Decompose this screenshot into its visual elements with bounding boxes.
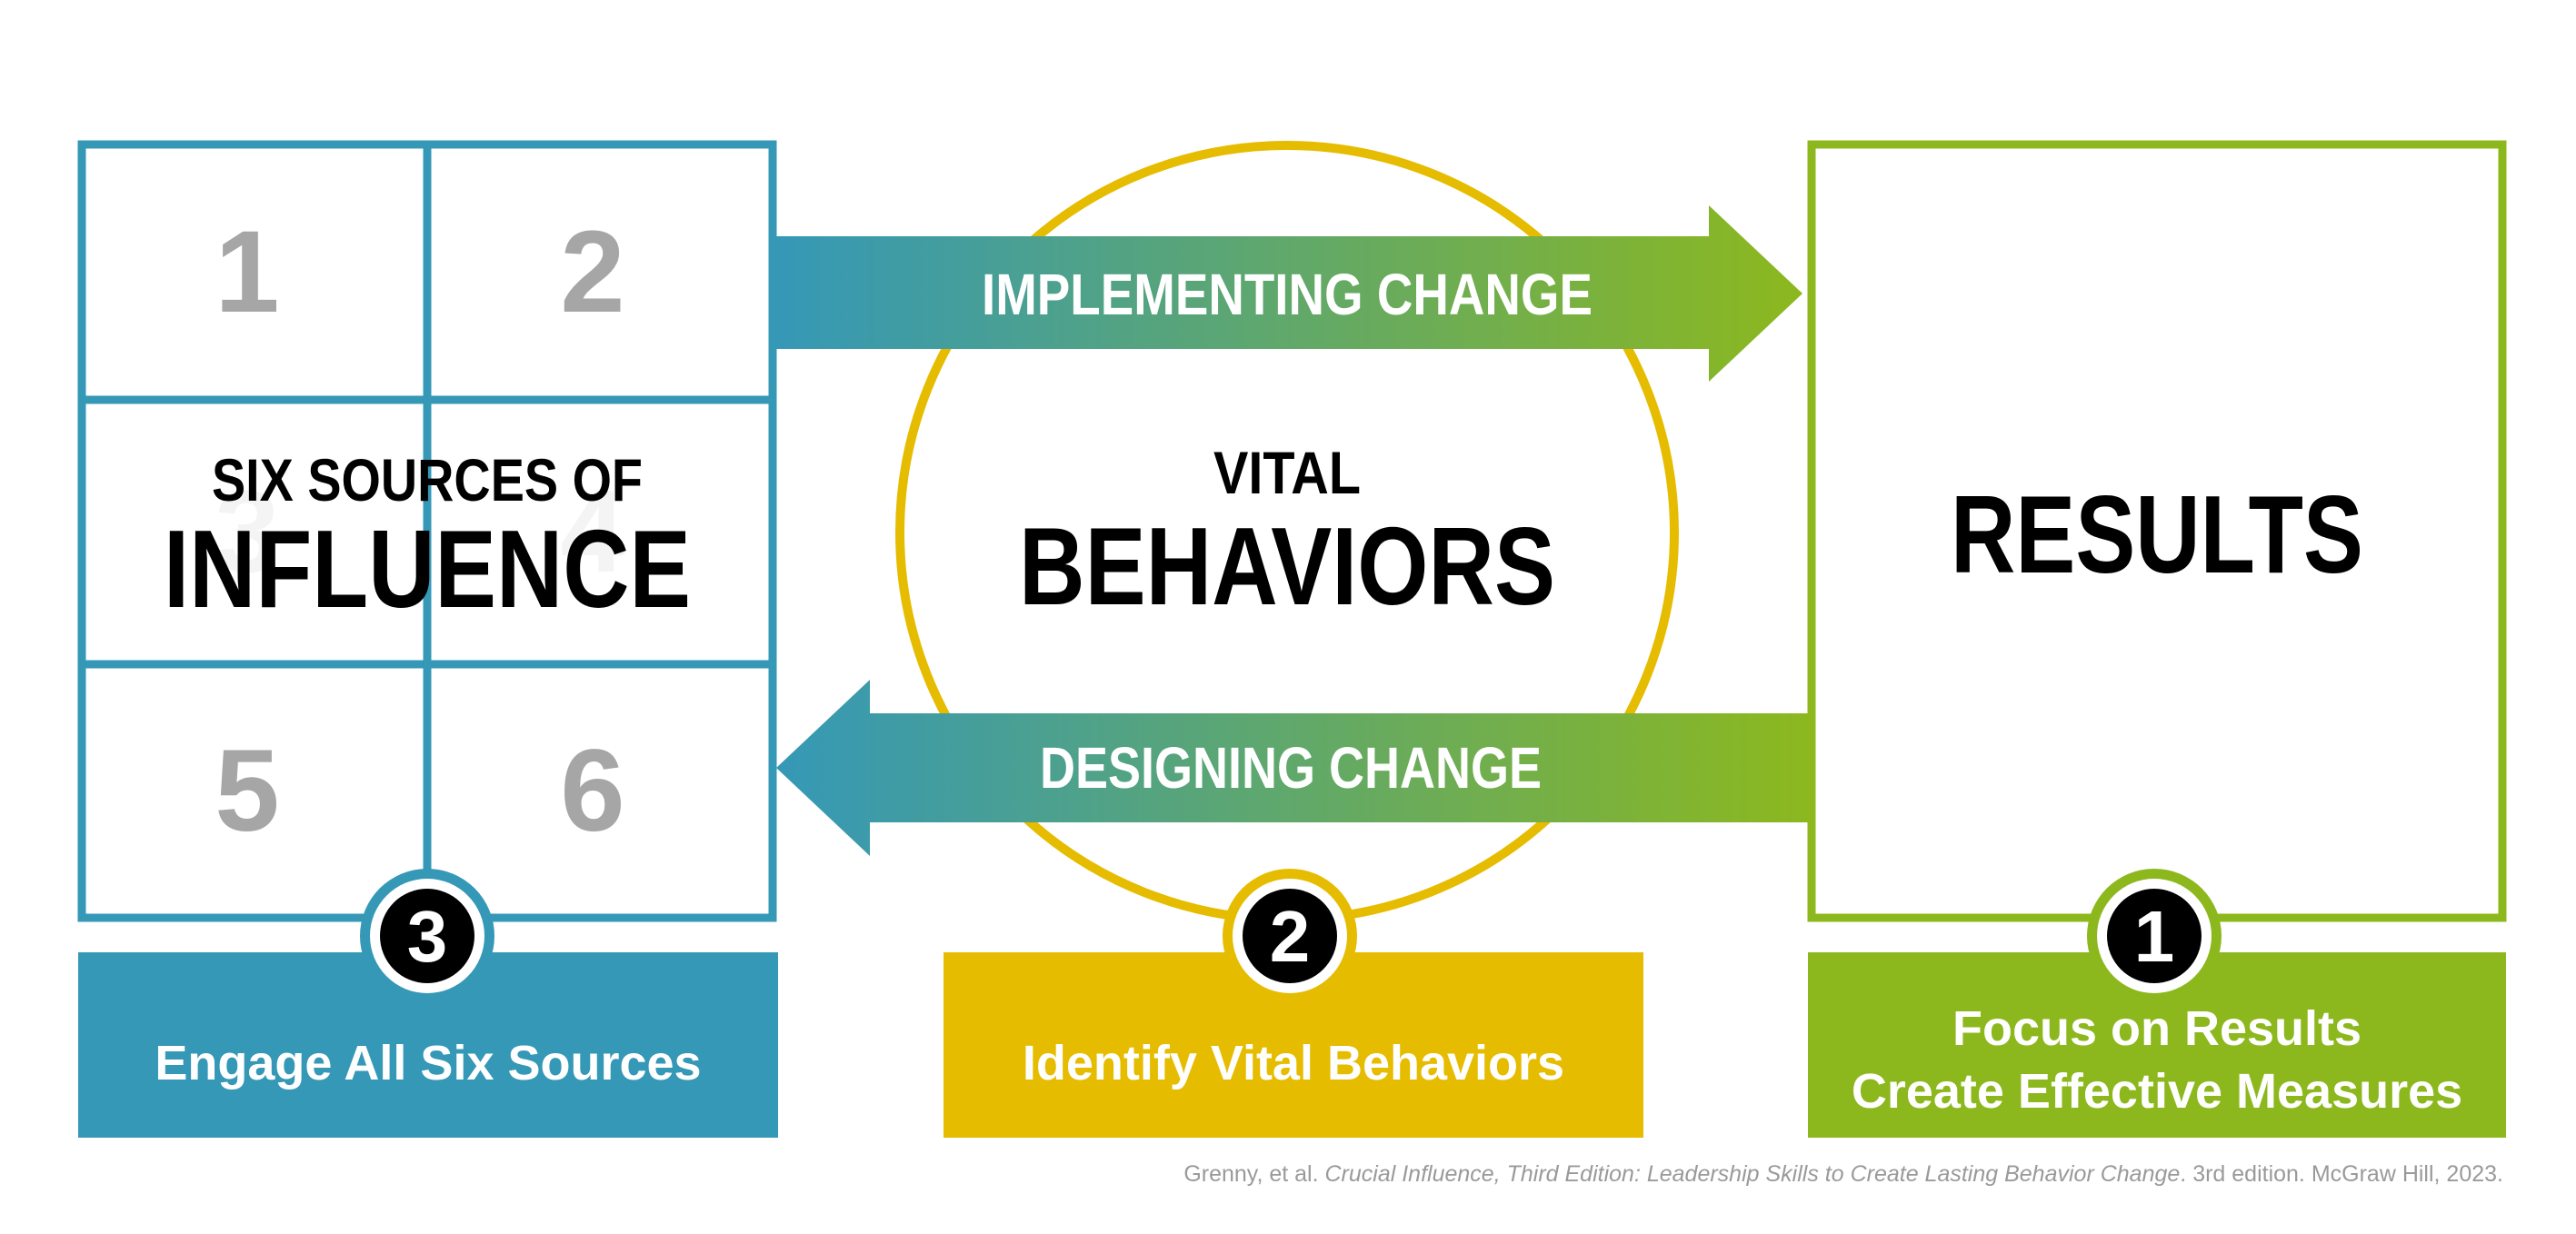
step-1-caption-line-1: Focus on Results <box>1952 1000 2362 1056</box>
designing-change-label: DESIGNING CHANGE <box>1040 735 1542 801</box>
step-2-badge: 2 <box>1223 869 1357 1003</box>
step-1-caption: Focus on Results Create Effective Measur… <box>1808 983 2506 1138</box>
grid-number-5: 5 <box>215 726 279 856</box>
step-3-number: 3 <box>407 896 448 977</box>
results-title: RESULTS <box>1951 473 2363 596</box>
results-box <box>1807 140 2507 922</box>
vital-title-large: BEHAVIORS <box>1019 504 1555 628</box>
influence-title-large: INFLUENCE <box>164 507 691 631</box>
step-1-badge: 1 <box>2087 869 2222 1003</box>
grid-cell-2 <box>423 140 777 404</box>
grid-cell-6 <box>423 660 777 922</box>
influence-title-small: SIX SOURCES OF <box>212 446 643 513</box>
grid-number-3: 3 <box>215 467 279 597</box>
grid-number-6: 6 <box>560 726 624 856</box>
grid-number-2: 2 <box>560 207 624 337</box>
step-2-caption: Identify Vital Behaviors <box>944 990 1643 1138</box>
citation-authors: Grenny, et al. <box>1183 1161 1325 1187</box>
step-2-caption-line: Identify Vital Behaviors <box>1022 1036 1565 1091</box>
step-2-number: 2 <box>1270 896 1311 977</box>
implementing-change-label: IMPLEMENTING CHANGE <box>982 262 1593 327</box>
grid-cell-1 <box>77 140 432 404</box>
step-3-caption-line: Engage All Six Sources <box>155 1036 702 1091</box>
step-3-badge: 3 <box>360 869 494 1003</box>
grid-number-1: 1 <box>215 207 279 337</box>
designing-change-arrow <box>776 680 1812 856</box>
vital-title-small: VITAL <box>1213 439 1361 506</box>
step-1-caption-line-2: Create Effective Measures <box>1851 1064 2463 1119</box>
grid-cell-3 <box>77 395 432 669</box>
grid-cell-5 <box>77 660 432 922</box>
citation-title: Crucial Influence, Third Edition: Leader… <box>1324 1161 2181 1187</box>
grid-number-4: 4 <box>560 467 624 597</box>
citation-details: . 3rd edition. McGraw Hill, 2023. <box>2180 1161 2503 1187</box>
citation: Grenny, et al. Crucial Influence, Third … <box>1183 1161 2503 1188</box>
implementing-change-arrow <box>775 205 1802 382</box>
six-sources-grid: 1 2 3 4 5 6 SIX SOURCES OF INFLUENCE <box>77 140 777 922</box>
step-3-caption: Engage All Six Sources <box>78 990 778 1138</box>
step-1-number: 1 <box>2134 896 2175 977</box>
